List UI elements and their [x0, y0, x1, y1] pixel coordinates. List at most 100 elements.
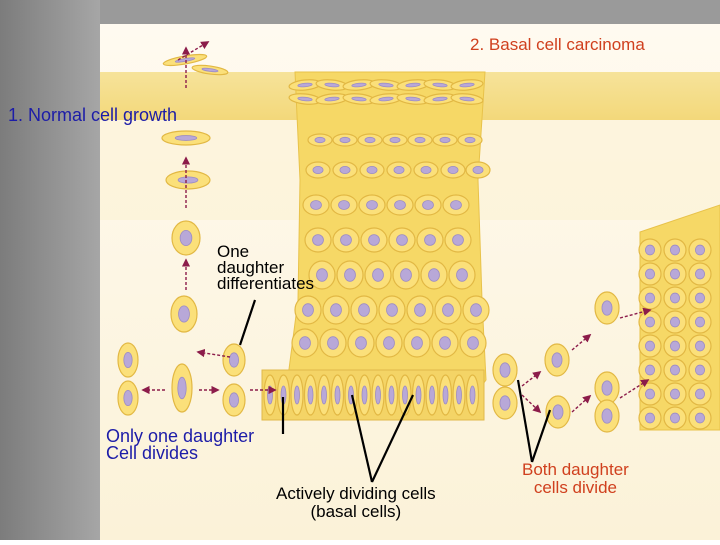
cell	[332, 227, 360, 253]
cell-nucleus	[601, 408, 613, 424]
cell-nucleus	[644, 292, 656, 304]
cell-nucleus	[669, 412, 681, 424]
cell	[688, 238, 712, 262]
cell-nucleus	[415, 385, 422, 405]
cell	[431, 328, 459, 358]
cell-nucleus	[552, 404, 564, 420]
cell	[450, 79, 484, 91]
cell-nucleus	[310, 200, 322, 210]
cell-nucleus	[361, 385, 368, 405]
cell	[305, 161, 331, 179]
cell	[407, 133, 433, 147]
cell	[663, 238, 687, 262]
cell	[350, 295, 378, 325]
cell-nucleus	[378, 82, 394, 88]
pointer-line-active-left	[350, 394, 374, 483]
cell-nucleus	[669, 364, 681, 376]
cell-nucleus	[228, 352, 240, 368]
cell-nucleus	[601, 380, 613, 396]
cell-nucleus	[338, 200, 350, 210]
cell-nucleus	[396, 234, 408, 246]
cell	[414, 194, 442, 216]
cell	[336, 260, 364, 290]
cell-nucleus	[424, 234, 436, 246]
cell	[165, 170, 211, 190]
cell-nucleus	[179, 229, 193, 247]
cell	[425, 374, 439, 416]
cell-nucleus	[366, 200, 378, 210]
cell	[638, 310, 662, 334]
cell	[688, 358, 712, 382]
cell-nucleus	[439, 136, 451, 144]
cell-nucleus	[464, 136, 476, 144]
cell-nucleus	[456, 268, 468, 282]
cell	[319, 328, 347, 358]
cell	[440, 161, 466, 179]
cell	[117, 342, 139, 378]
cell	[448, 260, 476, 290]
cell-nucleus	[201, 67, 219, 73]
cell	[360, 227, 388, 253]
cell	[457, 133, 483, 147]
cell	[392, 260, 420, 290]
cell	[388, 227, 416, 253]
cell-nucleus	[358, 303, 370, 317]
cell	[663, 310, 687, 334]
cell	[317, 374, 331, 416]
growth-arrow	[177, 41, 210, 61]
cell	[594, 399, 620, 433]
cell	[638, 334, 662, 358]
cell-nucleus	[178, 305, 190, 323]
cell-nucleus	[414, 303, 426, 317]
cell-nucleus	[644, 412, 656, 424]
cell	[638, 286, 662, 310]
cell	[288, 93, 322, 105]
cell-nucleus	[302, 303, 314, 317]
cell-nucleus	[414, 136, 426, 144]
cell-nucleus	[420, 166, 432, 174]
cell-nucleus	[294, 385, 300, 405]
cell-nucleus	[400, 268, 412, 282]
cell	[171, 363, 193, 413]
cell-nucleus	[393, 166, 405, 174]
cell	[222, 383, 246, 417]
cell	[434, 295, 462, 325]
pointer-line-active-right	[371, 394, 414, 483]
cell-nucleus	[669, 388, 681, 400]
cell-nucleus	[469, 385, 476, 405]
growth-arrow	[571, 333, 592, 351]
cell	[263, 374, 277, 416]
left-gray-sidebar	[0, 0, 100, 540]
cell	[347, 328, 375, 358]
cell-nucleus	[694, 292, 706, 304]
cell-nucleus	[499, 362, 511, 378]
cell-nucleus	[472, 166, 484, 174]
cell-nucleus	[228, 392, 240, 408]
cell	[688, 406, 712, 430]
cell-nucleus	[314, 136, 326, 144]
cell-nucleus	[324, 82, 340, 88]
cell	[386, 161, 412, 179]
cell-nucleus	[432, 82, 448, 88]
cell-nucleus	[402, 385, 408, 405]
cell	[276, 374, 291, 416]
cell	[222, 343, 246, 377]
cell	[170, 295, 198, 333]
cell	[450, 93, 484, 105]
cell-nucleus	[429, 385, 435, 405]
cell-nucleus	[442, 385, 449, 405]
cell-nucleus	[669, 292, 681, 304]
cell	[688, 286, 712, 310]
cell-nucleus	[450, 200, 462, 210]
cell	[191, 64, 229, 76]
cell-nucleus	[351, 82, 367, 88]
cell-nucleus	[694, 316, 706, 328]
cell	[465, 161, 491, 179]
cell	[332, 161, 358, 179]
cell	[171, 220, 201, 256]
cell	[291, 328, 319, 358]
cell-nucleus	[267, 385, 273, 405]
cell	[307, 133, 333, 147]
